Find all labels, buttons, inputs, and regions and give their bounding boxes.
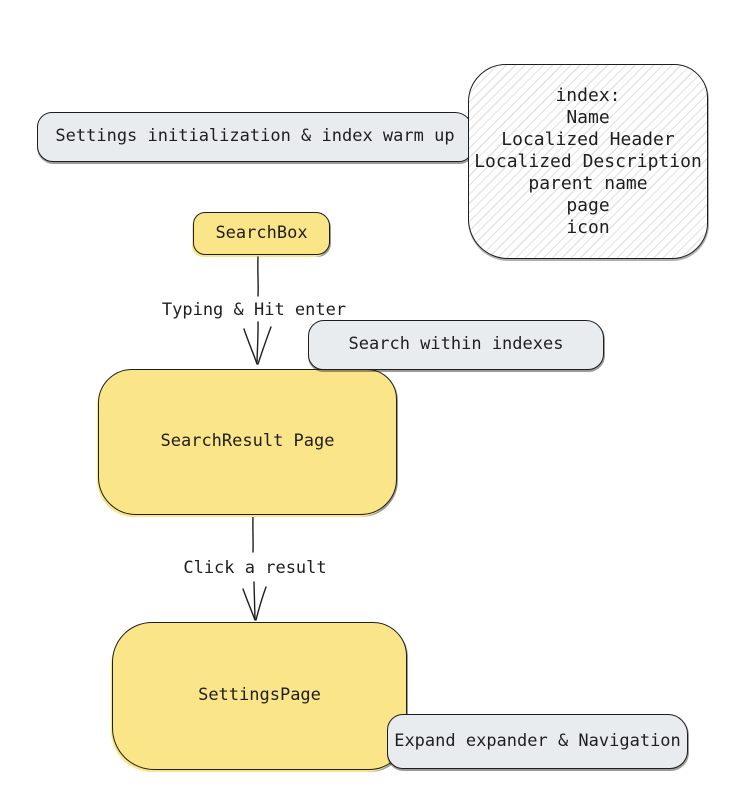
node-expand-expander-navigation-label: Expand expander & Navigation xyxy=(394,730,681,751)
node-searchbox-label: SearchBox xyxy=(215,222,308,243)
index-note-line: icon xyxy=(566,216,610,238)
index-note-line: Localized Header xyxy=(501,128,675,150)
node-expand-expander-navigation: Expand expander & Navigation xyxy=(387,714,688,769)
node-settings-page: SettingsPage xyxy=(112,622,407,770)
index-fields-list: index: Name Localized Header Localized D… xyxy=(474,85,702,239)
index-note-line: Name xyxy=(566,106,610,128)
node-searchbox: SearchBox xyxy=(193,212,330,255)
index-note-line: Localized Description xyxy=(474,150,702,172)
node-settings-initialization: Settings initialization & index warm up xyxy=(37,112,473,162)
node-settings-page-label: SettingsPage xyxy=(198,685,321,706)
node-search-within-indexes: Search within indexes xyxy=(308,320,604,370)
index-note-line: page xyxy=(566,194,610,216)
node-search-within-indexes-label: Search within indexes xyxy=(348,334,564,355)
node-searchresult-page-label: SearchResult Page xyxy=(160,431,335,452)
note-index-fields: index: Name Localized Header Localized D… xyxy=(468,64,708,259)
edge-label-typing-hit-enter: Typing & Hit enter xyxy=(161,300,347,320)
index-note-line: index: xyxy=(555,84,621,106)
edge-label-click-a-result: Click a result xyxy=(183,558,327,578)
node-searchresult-page: SearchResult Page xyxy=(98,369,397,515)
node-settings-initialization-label: Settings initialization & index warm up xyxy=(55,126,455,147)
index-note-line: parent name xyxy=(528,172,648,194)
